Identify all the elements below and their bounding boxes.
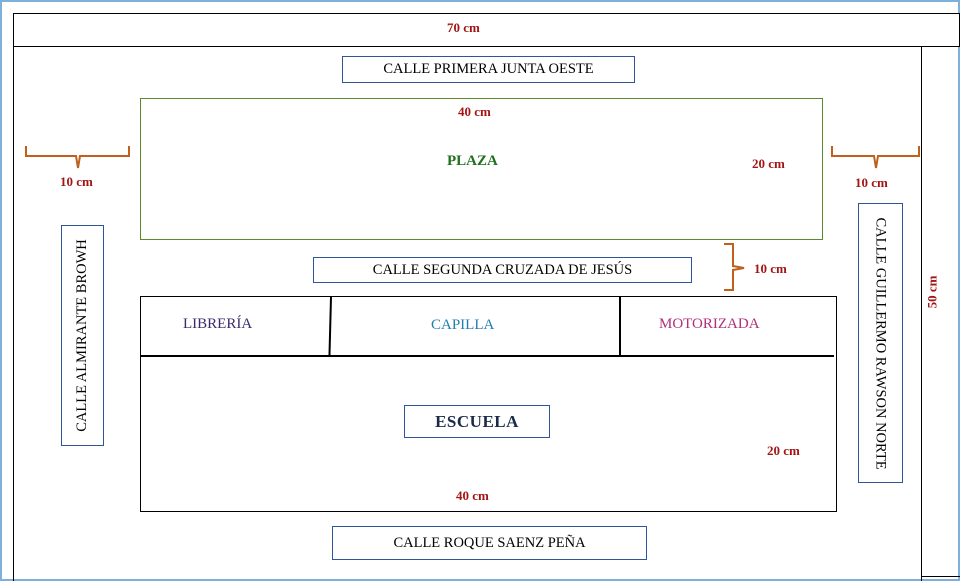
school-col-divider-2 — [619, 297, 621, 356]
right-margin-brace — [831, 146, 920, 169]
left-boundary-line — [13, 47, 14, 581]
escuela-box: ESCUELA — [404, 405, 550, 438]
street-west: CALLE ALMIRANTE BROWH — [61, 225, 104, 446]
street-east: CALLE GUILLERMO RAWSON NORTE — [858, 203, 903, 483]
school-width-label: 40 cm — [456, 488, 489, 503]
street-south-label: CALLE ROQUE SAENZ PEÑA — [393, 534, 586, 551]
bottom-right-tick — [921, 576, 960, 577]
street-north-label: CALLE PRIMERA JUNTA OESTE — [383, 61, 594, 77]
street-north: CALLE PRIMERA JUNTA OESTE — [342, 56, 635, 83]
plaza-height-label: 20 cm — [752, 156, 785, 171]
right-boundary-line — [921, 47, 922, 581]
plaza-block — [140, 98, 823, 240]
left-margin-brace — [25, 146, 130, 169]
street-east-label: CALLE GUILLERMO RAWSON NORTE — [873, 216, 890, 470]
escuela-label: ESCUELA — [435, 411, 519, 431]
total-width-label: 70 cm — [447, 20, 480, 35]
right-margin-label: 10 cm — [855, 175, 888, 190]
left-margin-label: 10 cm — [60, 174, 93, 189]
street-middle: CALLE SEGUNDA CRUZADA DE JESÚS — [313, 257, 692, 283]
libreria-label: LIBRERÍA — [183, 316, 253, 332]
street-middle-label: CALLE SEGUNDA CRUZADA DE JESÚS — [372, 261, 633, 278]
middle-street-brace — [724, 243, 745, 291]
top-boundary-band — [13, 13, 960, 47]
school-row-divider — [140, 355, 834, 357]
motorizada-label: MOTORIZADA — [659, 316, 760, 332]
school-height-label: 20 cm — [767, 443, 800, 458]
plaza-label: PLAZA — [447, 153, 498, 169]
total-height-label: 50 cm — [924, 275, 940, 309]
street-west-label: CALLE ALMIRANTE BROWH — [74, 239, 91, 432]
plaza-width-label: 40 cm — [458, 104, 491, 119]
street-south: CALLE ROQUE SAENZ PEÑA — [332, 526, 647, 560]
middle-street-width-label: 10 cm — [754, 261, 787, 276]
capilla-label: CAPILLA — [431, 317, 495, 333]
school-block — [140, 296, 837, 512]
